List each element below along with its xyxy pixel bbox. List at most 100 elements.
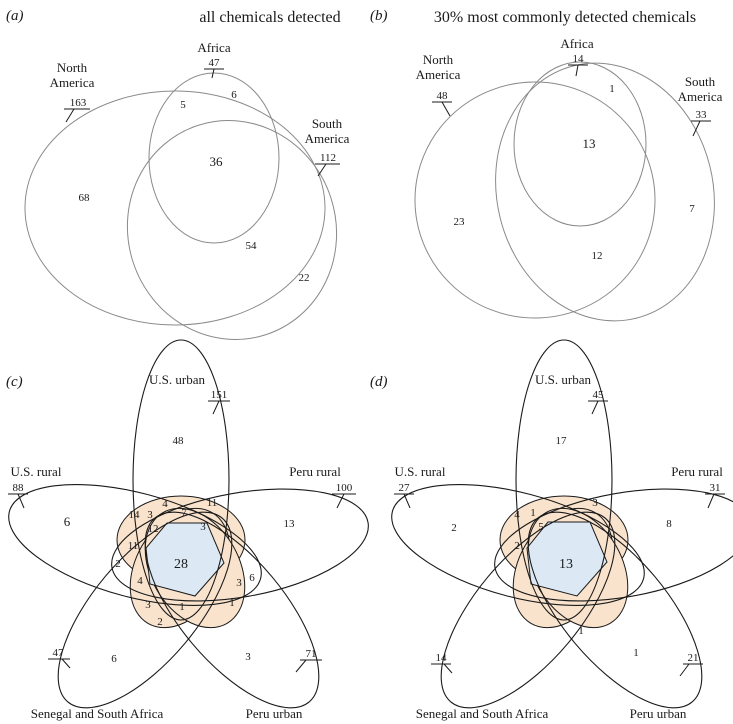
- panel-a-region-africa-only: 6: [231, 89, 237, 101]
- panel-d-us-urban-total: 45: [593, 389, 605, 401]
- panel-c-senegal-label: Senegal and South Africa: [31, 706, 164, 721]
- panel-a-africa-leader: [204, 68, 224, 79]
- panel-d-peru-rural-set: [494, 488, 733, 602]
- panel-c-peru-rural-total: 100: [336, 482, 353, 494]
- panel-a-africa-total: 47: [209, 57, 221, 69]
- panel-c-region: 3: [200, 521, 206, 533]
- panel-a-south-america-leader: [315, 163, 340, 177]
- panel-c-region: 3: [147, 509, 153, 521]
- panel-d-senegal-total: 14: [436, 652, 448, 664]
- panel-c-us-rural-set: [8, 483, 262, 607]
- panel-c-peru-urban-total: 71: [306, 648, 317, 660]
- panel-c-region: 2: [115, 558, 121, 570]
- panel-c-peru-urban-label: Peru urban: [246, 706, 303, 721]
- panel-d-peru-urban-leader: [679, 663, 703, 677]
- panel-c-us-urban-leader: [208, 400, 230, 415]
- panel-b-region-core: 13: [583, 136, 596, 151]
- panel-a-africa-set: [148, 72, 280, 244]
- panel-c-region: 3: [236, 577, 242, 589]
- panel-b-north-america-set: [414, 81, 656, 319]
- panel-c-region: 7: [181, 507, 187, 519]
- panel-b-region-na-only: 23: [454, 216, 466, 228]
- panel-b-africa-set: [513, 61, 647, 227]
- panel-c: (c) U.S. urban 151 Peru rural 100 U.S. r…: [6, 339, 369, 721]
- panel-d-letter: (d): [370, 374, 388, 390]
- panel-d-peru-rural-label: Peru rural: [671, 464, 723, 479]
- panel-c-region: 3: [145, 599, 151, 611]
- panel-c-region: 14: [129, 509, 141, 521]
- panel-d-region: 4: [514, 509, 520, 521]
- panel-d-senegal-label: Senegal and South Africa: [416, 706, 549, 721]
- panel-a-africa-label: Africa: [197, 40, 230, 55]
- panel-c-us-urban-label: U.S. urban: [149, 372, 205, 387]
- panel-d-region: 2: [514, 540, 520, 552]
- panel-c-region: 13: [284, 518, 296, 530]
- panel-c-core-region: [145, 522, 225, 597]
- panel-b-south-america-set: [495, 62, 715, 322]
- panel-c-peru-rural-label: Peru rural: [289, 464, 341, 479]
- panel-c-senegal-total: 47: [53, 647, 65, 659]
- panel-a-region-sa-only: 22: [299, 272, 310, 284]
- panel-d-us-rural-label: U.S. rural: [395, 464, 446, 479]
- panel-c-region: 4: [137, 575, 143, 587]
- panel-b-south-america-total: 33: [696, 109, 708, 121]
- panel-b-region-sa-only: 7: [689, 203, 695, 215]
- panel-a-region-na-africa: 5: [180, 99, 186, 111]
- panel-c-senegal-leader: [48, 658, 71, 669]
- panel-b-region-africa-only: 1: [609, 83, 615, 95]
- panel-d-region: 1: [633, 647, 639, 659]
- panel-b-region-na-sa: 12: [592, 250, 603, 262]
- panel-d-region-core: 13: [559, 557, 573, 572]
- panel-d-region: 1: [578, 625, 584, 637]
- panel-d-peru-urban-total: 21: [688, 652, 699, 664]
- panel-d-region: 8: [666, 518, 672, 530]
- panel-d-peru-rural-leader: [705, 493, 725, 509]
- panel-d: (d) U.S. urban 45 Peru rural 31 U.S. rur…: [370, 339, 733, 721]
- panel-c-region: 3: [245, 651, 251, 663]
- panel-c-peru-rural-set: [111, 488, 369, 602]
- panel-d-us-rural-total: 27: [399, 482, 411, 494]
- panel-c-peru-urban-leader: [295, 659, 322, 673]
- panel-a-title: all chemicals detected: [199, 9, 340, 26]
- panel-b: (b) 30% most commonly detected chemicals…: [370, 8, 723, 322]
- panel-d-senegal-set: [440, 511, 616, 709]
- panel-c-region: 48: [173, 435, 185, 447]
- panel-d-region: 17: [556, 435, 568, 447]
- panel-a-south-america-set: [126, 120, 338, 340]
- panel-c-region: 2: [157, 616, 163, 628]
- panel-c-us-urban-set: [132, 339, 230, 621]
- panel-d-peru-rural-total: 31: [710, 482, 721, 494]
- panel-d-us-urban-set: [515, 339, 613, 621]
- panel-c-peru-rural-leader: [332, 493, 356, 509]
- panel-c-region: 1: [229, 597, 235, 609]
- panel-b-south-america-leader: [691, 120, 711, 137]
- panel-c-region: 12: [148, 523, 159, 535]
- panel-b-title: 30% most commonly detected chemicals: [434, 9, 696, 26]
- panel-c-senegal-set: [57, 511, 233, 709]
- panel-c-region: 6: [249, 572, 255, 584]
- panel-c-us-rural-total: 88: [13, 482, 25, 494]
- panel-c-region: 11: [128, 540, 139, 552]
- panel-d-us-urban-label: U.S. urban: [535, 372, 591, 387]
- panel-b-north-america-total: 48: [437, 90, 449, 102]
- panel-a-region-na-only: 68: [79, 192, 91, 204]
- panel-c-region-core: 28: [174, 557, 188, 572]
- panel-d-region-counts: 17 8 2 1 13 4 1 3 5 2 1: [451, 435, 672, 659]
- panel-c-us-rural-label: U.S. rural: [11, 464, 62, 479]
- panel-c-letter: (c): [6, 374, 23, 390]
- panel-b-africa-leader: [568, 64, 588, 77]
- panel-a-north-america-total: 163: [70, 97, 87, 109]
- panel-a-letter: (a): [6, 8, 24, 24]
- panel-c-peru-urban-set: [144, 511, 320, 709]
- panel-d-us-rural-leader: [394, 493, 414, 509]
- panel-d-region: 1: [530, 507, 536, 519]
- panel-b-north-america-leader: [432, 101, 452, 117]
- panel-d-peru-urban-label: Peru urban: [630, 706, 687, 721]
- panel-b-africa-label: Africa: [560, 36, 593, 51]
- panel-b-letter: (b): [370, 8, 388, 24]
